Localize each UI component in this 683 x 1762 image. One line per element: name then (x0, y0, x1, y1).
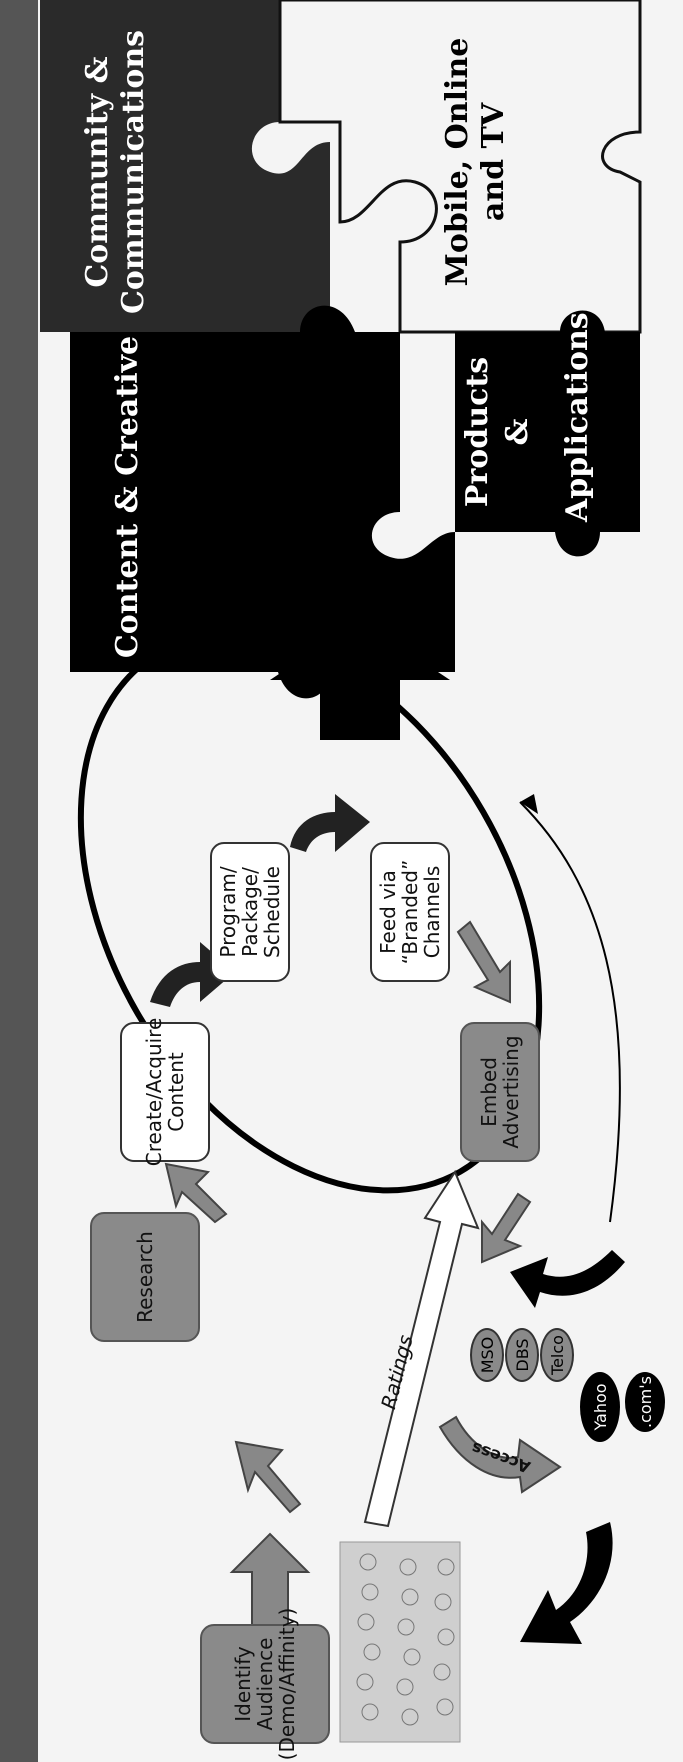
feed-embed-arrow (456, 920, 511, 1004)
mobile-online-tv-label: Mobile, Online and TV (440, 37, 511, 287)
content-creative-label: Content & Creative (110, 335, 145, 659)
puzzle-community (40, 0, 330, 359)
program-package-box: Program/ Package/ Schedule (210, 842, 290, 982)
feedback-arrowhead (520, 794, 538, 814)
puzzle-content (70, 305, 455, 699)
crowd-research-arrow (234, 1440, 302, 1514)
mso-label: MSO (477, 1336, 497, 1374)
yahoo-oval: Yahoo (580, 1372, 620, 1442)
dbs-oval: DBS (505, 1328, 539, 1382)
puzzle-products (455, 310, 640, 557)
coms-label: .com's (635, 1376, 655, 1428)
research-label: Research (133, 1231, 157, 1323)
telco-label: Telco (547, 1335, 567, 1375)
program-feed-arrow (290, 794, 370, 852)
yahoo-label: Yahoo (590, 1383, 610, 1431)
top-band (0, 0, 38, 1762)
research-box: Research (90, 1212, 200, 1342)
portal-curved-arrow (510, 1250, 625, 1308)
coms-oval: .com's (625, 1372, 665, 1432)
applications-label: Applications (560, 312, 595, 522)
products-label: Products (460, 356, 495, 508)
program-package-label: Program/ Package/ Schedule (216, 866, 284, 958)
ratings-arrow (363, 1169, 480, 1528)
telco-oval: Telco (540, 1328, 574, 1382)
mso-oval: MSO (470, 1328, 504, 1382)
create-acquire-box: Create/Acquire Content (120, 1018, 210, 1166)
access-arrow (438, 1415, 562, 1494)
distribution-loop-arrow (520, 1522, 613, 1644)
crowd-pattern (356, 1553, 455, 1726)
dbs-label: DBS (512, 1338, 532, 1372)
identify-audience-label: Identify Audience (Demo/Affinity) (231, 1607, 299, 1761)
crowd-image (339, 1541, 461, 1743)
embed-distribution-arrow (481, 1192, 532, 1264)
feed-branded-box: Feed via “Branded” Channels (370, 842, 450, 982)
embed-advertising-label: Embed Advertising (477, 1035, 523, 1149)
identify-audience-box: Identify Audience (Demo/Affinity) (200, 1608, 330, 1760)
puzzle-mobile (278, 0, 642, 334)
research-create-arrow (164, 1162, 228, 1224)
products-amp-label: & (500, 418, 535, 446)
community-label: Community & Communications (80, 29, 151, 315)
create-acquire-label: Create/Acquire Content (142, 1017, 188, 1167)
feedback-line (519, 801, 621, 1223)
embed-advertising-box: Embed Advertising (460, 1022, 540, 1162)
feed-branded-label: Feed via “Branded” Channels (376, 859, 444, 965)
